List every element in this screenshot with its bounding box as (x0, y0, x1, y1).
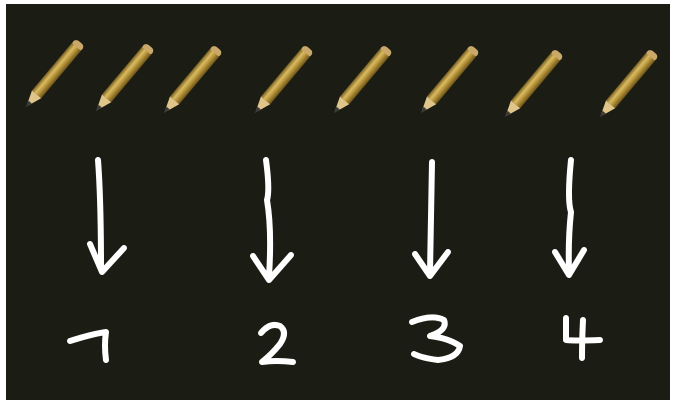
label-1: 1 (70, 332, 106, 360)
down-arrow-icon (90, 160, 124, 272)
label-2: 2 (261, 325, 293, 362)
pencil-icon (595, 48, 659, 121)
label-3: 3 (412, 317, 460, 360)
pencil-icon (91, 42, 155, 115)
pencil-icon (500, 48, 564, 121)
number-labels: 1 2 3 4 (70, 317, 600, 362)
pencil-icon (416, 44, 480, 117)
down-arrow-icon (253, 160, 291, 280)
label-4: 4 (566, 318, 600, 358)
pencil-row (21, 38, 659, 121)
arrow-row (90, 160, 584, 280)
pencil-icon (159, 44, 223, 117)
pencil-icon (21, 38, 85, 111)
down-arrow-icon (415, 162, 448, 276)
pencil-icon (250, 44, 314, 117)
pencil-icon (329, 44, 393, 117)
down-arrow-icon (555, 160, 584, 275)
